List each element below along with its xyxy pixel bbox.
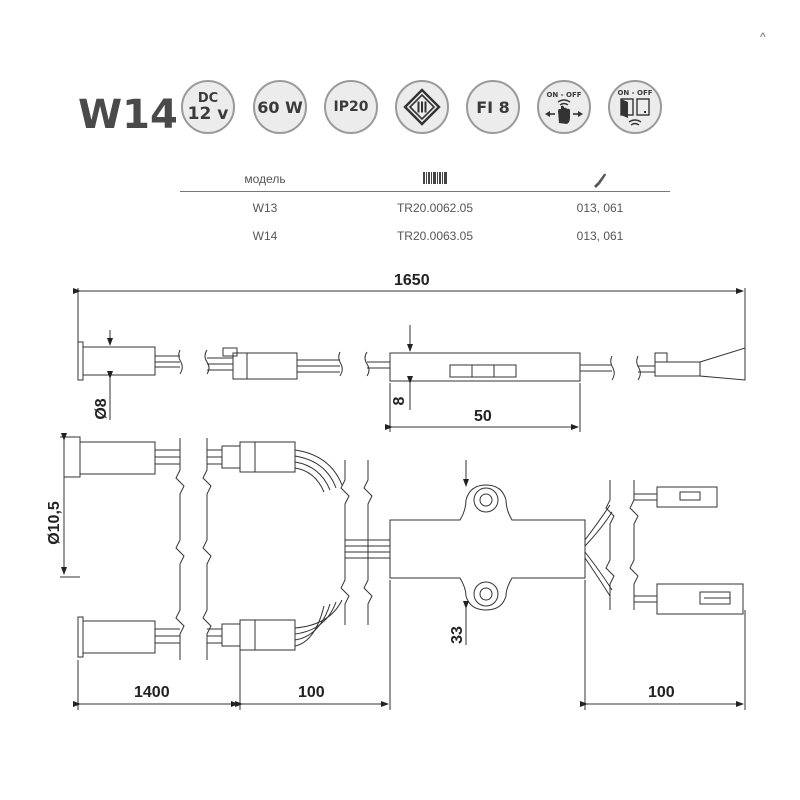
class-iii-icon [403,88,441,126]
control-box-side-view [364,325,615,432]
break-line-mid [202,438,212,660]
output-connectors [584,480,744,615]
class-iii-badge [395,80,449,134]
ip20-badge: IP20 [324,80,378,134]
connector-side-view [204,347,343,380]
door-sensor-badge: ON - OFF [608,80,662,134]
bottom-dimensions [73,580,746,710]
table-divider [180,191,670,192]
dc-12v-badge: DC 12 v [181,80,235,134]
row-finish: 013, 061 [576,201,624,215]
row-model: W14 [252,229,278,243]
break-line-right-b [363,460,373,625]
dim-label-1400: 1400 [134,684,170,701]
table-row: W13 TR20.0062.05 013, 061 [180,201,670,221]
row-finish: 013, 061 [576,229,624,243]
dim-label-1650: 1650 [394,272,430,289]
badge-hand-onoff-label: ON - OFF [546,91,582,99]
corner-mark: ^ [760,30,766,44]
connector-bottom [207,599,343,651]
badge-ip20-label: IP20 [333,99,369,115]
dim-label-diameter-10-5: Ø10,5 [46,501,63,545]
model-title: W14 [78,92,178,138]
sensor-head-bottom [77,616,180,658]
dim-label-100-left: 100 [298,684,325,701]
sensor-side-view [77,330,183,420]
paint-brush-icon [540,172,660,191]
table-header-model: модель [244,172,286,186]
power-60w-badge: 60 W [253,80,307,134]
fi8-badge: FI 8 [466,80,520,134]
dim-label-33: 33 [449,626,466,644]
dim-label-diameter-8: Ø8 [93,398,110,420]
table-header-row: модель [180,172,670,192]
break-line-right-a [340,460,350,625]
badge-dc-label: DC [197,90,219,106]
door-sensor-icon [620,98,650,126]
dim-label-100-right: 100 [648,684,675,701]
break-line-left [175,438,185,660]
control-box-top-view [389,460,586,645]
badge-12v-label: 12 v [187,103,229,124]
row-model: W13 [252,201,278,215]
table-row: W14 TR20.0063.05 013, 061 [180,229,670,249]
hand-sensor-badge: ON - OFF [537,80,591,134]
badge-door-onoff-label: ON - OFF [617,89,653,97]
row-article: TR20.0062.05 [396,201,474,215]
badge-60w-label: 60 W [257,97,303,117]
sensor-head-top [60,433,180,578]
connector-top [207,441,343,493]
end-plug-side-view [636,347,746,381]
dim-label-50: 50 [474,408,492,425]
barcode-icon [360,172,510,187]
dim-label-height-8: 8 [391,396,408,406]
row-article: TR20.0063.05 [396,229,474,243]
hand-wave-icon [545,99,583,124]
badge-fi8-label: FI 8 [476,97,510,117]
